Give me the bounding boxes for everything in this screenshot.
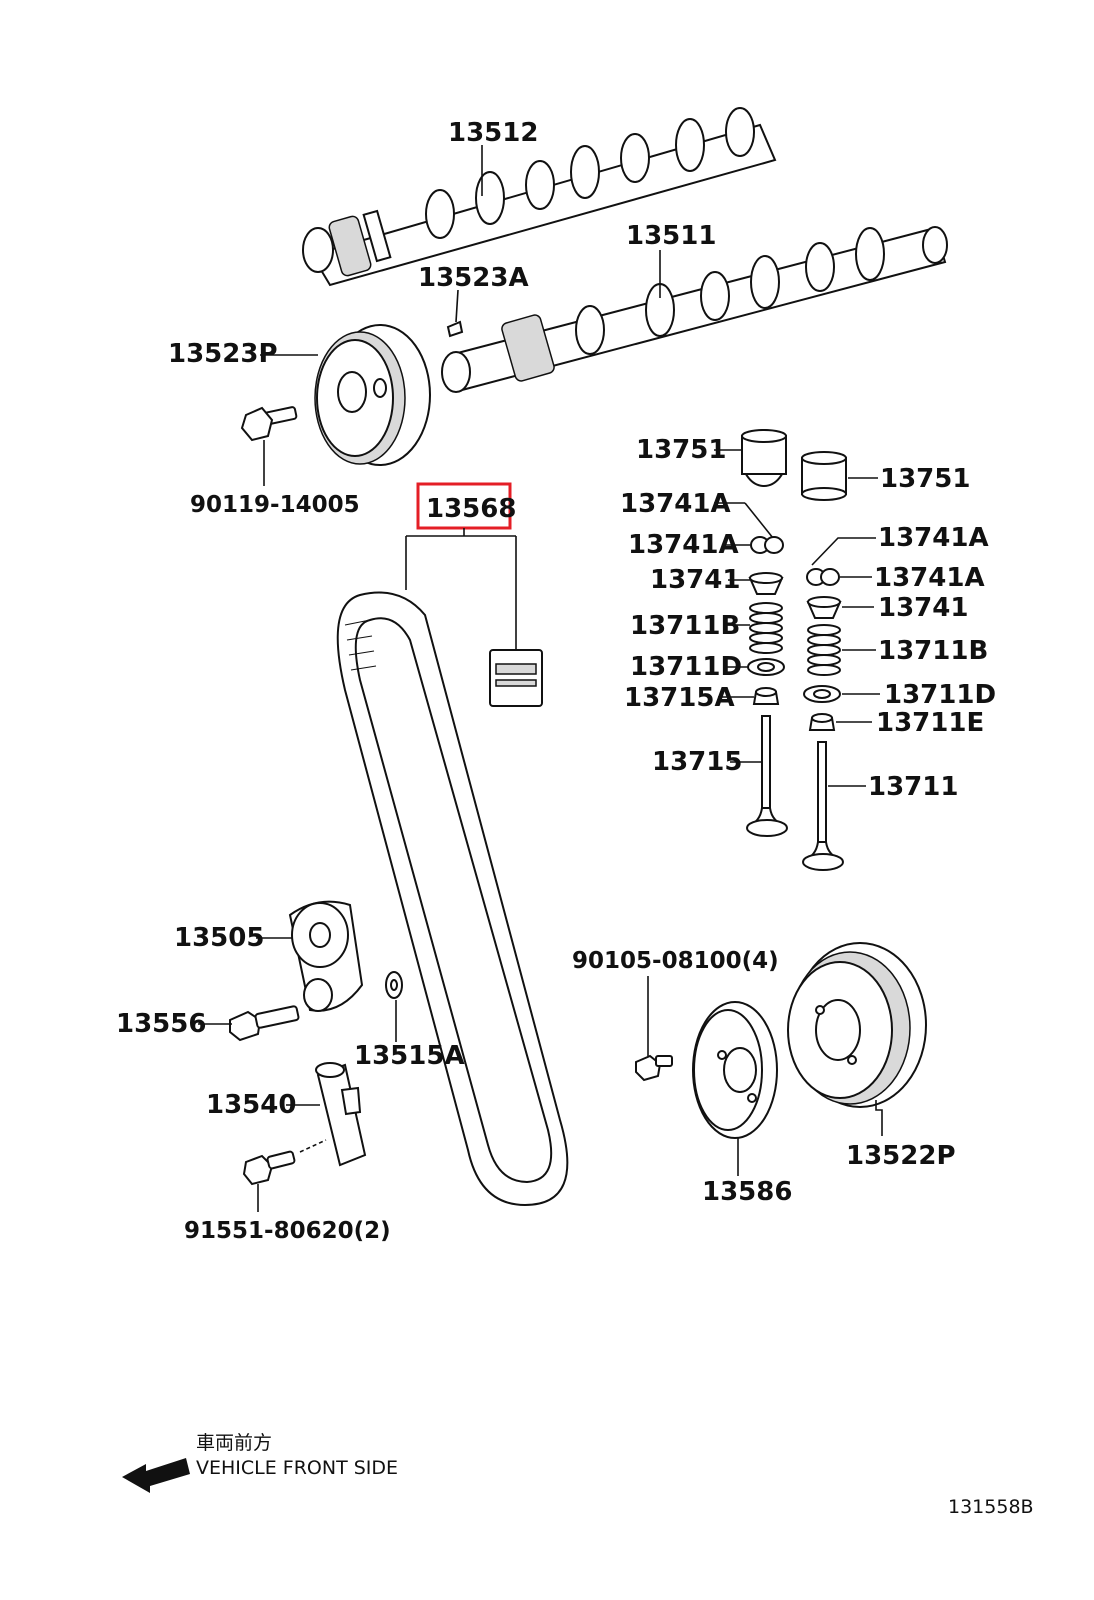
valve-intake[interactable] — [802, 741, 844, 871]
label-crank-plate: 13586 — [702, 1177, 792, 1207]
camshaft-lower[interactable] — [441, 226, 948, 393]
label-camshaft-pulley: 13523P — [168, 339, 278, 369]
label-camshaft-exhaust: 13512 — [448, 118, 538, 148]
lifter-right[interactable] — [801, 451, 847, 501]
label-pin: 13523A — [418, 263, 529, 293]
label-timing-belt[interactable]: 13568 — [426, 494, 516, 524]
label-tensioner-bolt: 91551-80620(2) — [184, 1218, 391, 1244]
spring-right[interactable] — [807, 624, 841, 676]
pin[interactable] — [446, 320, 464, 338]
bolt-90119[interactable] — [240, 406, 298, 442]
valve-seal-right[interactable] — [808, 713, 836, 731]
camshaft-pulley[interactable] — [314, 324, 431, 466]
label-lifter-right: 13751 — [880, 464, 970, 494]
label-seat-right: 13711D — [884, 680, 996, 710]
label-lifter-left: 13751 — [636, 435, 726, 465]
valve-key-left[interactable] — [750, 536, 784, 554]
label-key-1: 13741A — [620, 489, 731, 519]
label-idler-bolt: 13556 — [116, 1009, 206, 1039]
label-key-2: 13741A — [628, 530, 739, 560]
spring-seat-left[interactable] — [747, 658, 785, 676]
label-valve-intake: 13711 — [868, 772, 958, 802]
valve-exhaust[interactable] — [746, 715, 788, 837]
arrow-left-icon — [122, 1458, 190, 1493]
lifter-left[interactable] — [741, 429, 787, 487]
front-note-japanese: 車両前方 — [196, 1432, 272, 1454]
front-note-english: VEHICLE FRONT SIDE — [196, 1457, 398, 1479]
label-idler-washer: 13515A — [354, 1041, 465, 1071]
label-seal-right: 13711E — [876, 708, 984, 738]
crankshaft-pulley[interactable] — [787, 942, 927, 1108]
tensioner-bolt[interactable] — [242, 1150, 296, 1186]
tensioner[interactable] — [315, 1062, 367, 1167]
valve-seal-left[interactable] — [752, 687, 780, 705]
retainer-left[interactable] — [748, 572, 784, 595]
idler-bolt[interactable] — [229, 1005, 300, 1042]
label-retainer-right: 13741 — [878, 593, 968, 623]
label-spring-left: 13711B — [630, 611, 740, 641]
label-spring-right: 13711B — [878, 636, 988, 666]
idler-washer[interactable] — [385, 971, 403, 999]
diagram-reference-code: 131558B — [948, 1496, 1034, 1518]
idler-pulley[interactable] — [288, 900, 364, 1012]
label-retainer-left: 13741 — [650, 565, 740, 595]
valve-key-right[interactable] — [806, 568, 840, 586]
belt-guide[interactable] — [489, 649, 543, 707]
label-bolt-90105: 90105-08100(4) — [572, 948, 779, 974]
label-key-3: 13741A — [878, 523, 989, 553]
spring-left[interactable] — [749, 602, 783, 654]
label-seat-left: 13711D — [630, 652, 742, 682]
label-idler-pulley: 13505 — [174, 923, 264, 953]
label-bolt-90119: 90119-14005 — [190, 492, 360, 518]
label-tensioner: 13540 — [206, 1090, 296, 1120]
camshaft-upper[interactable] — [302, 107, 777, 287]
label-camshaft-intake: 13511 — [626, 221, 716, 251]
spring-seat-right[interactable] — [803, 685, 841, 703]
label-key-4: 13741A — [874, 563, 985, 593]
timing-belt[interactable] — [336, 591, 569, 1207]
label-seal-left: 13715A — [624, 683, 735, 713]
label-crankshaft-pulley: 13522P — [846, 1141, 956, 1171]
crank-plate[interactable] — [692, 1001, 778, 1139]
label-valve-exhaust: 13715 — [652, 747, 742, 777]
bolt-90105[interactable] — [635, 1054, 673, 1082]
retainer-right[interactable] — [806, 596, 842, 619]
